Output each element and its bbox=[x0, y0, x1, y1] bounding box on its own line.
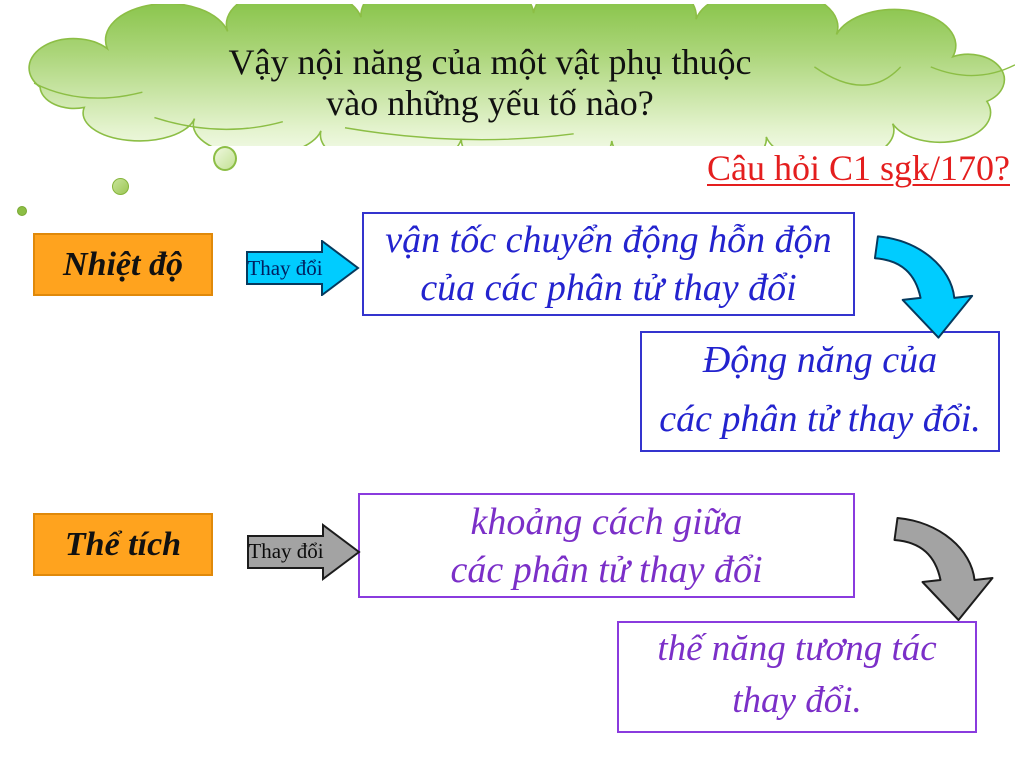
factor-box-temperature: Nhiệt độ bbox=[33, 233, 213, 296]
callout-bubble-medium bbox=[112, 178, 129, 195]
result-line1-temperature: Động năng của bbox=[702, 339, 938, 381]
cloud-curl-right bbox=[814, 66, 902, 86]
callout-bubble-small bbox=[17, 206, 27, 216]
cloud-curl-bottom-left bbox=[154, 116, 283, 131]
effect-box-temperature: vận tốc chuyển động hỗn độn của các phân… bbox=[362, 212, 855, 316]
effect-line2-volume: các phân tử thay đổi bbox=[450, 548, 763, 591]
question-text: Vậy nội năng của một vật phụ thuộc vào n… bbox=[80, 42, 900, 124]
change-arrow-label-temperature: Thay đổi bbox=[247, 255, 323, 280]
callout-bubble-large bbox=[213, 146, 237, 171]
curved-down-arrow-icon bbox=[893, 517, 994, 621]
result-line2-volume: thay đổi. bbox=[732, 680, 862, 721]
change-arrow-label-volume: Thay đổi bbox=[248, 538, 324, 563]
cloud-curl-left bbox=[33, 82, 143, 99]
right-arrow-icon bbox=[246, 240, 360, 296]
right-arrow-icon bbox=[247, 523, 361, 581]
question-line1: Vậy nội năng của một vật phụ thuộc bbox=[228, 42, 752, 82]
result-line1-volume: thế năng tương tác bbox=[657, 628, 937, 669]
curved-arrow-temperature bbox=[866, 230, 990, 347]
curved-arrow-volume bbox=[882, 512, 1014, 629]
effect-line2-temperature: của các phân tử thay đổi bbox=[420, 267, 797, 309]
effect-line1-temperature: vận tốc chuyển động hỗn độn bbox=[385, 219, 832, 261]
cloud-curl-bottom bbox=[344, 127, 574, 141]
question-line2: vào những yếu tố nào? bbox=[326, 83, 654, 123]
effect-line1-volume: khoảng cách giữa bbox=[470, 500, 743, 543]
factor-label-volume: Thể tích bbox=[64, 525, 182, 563]
result-line2-temperature: các phân tử thay đổi. bbox=[659, 398, 981, 440]
factor-label-temperature: Nhiệt độ bbox=[63, 245, 183, 283]
question-cloud-shape bbox=[28, 4, 1015, 146]
effect-box-volume: khoảng cách giữa các phân tử thay đổi bbox=[358, 493, 855, 598]
factor-box-volume: Thể tích bbox=[33, 513, 213, 576]
cloud-body bbox=[28, 4, 1006, 146]
reference-text: Câu hỏi C1 sgk/170? bbox=[707, 148, 1010, 188]
result-box-temperature: Động năng của các phân tử thay đổi. bbox=[640, 331, 1000, 452]
change-arrow-temperature: Thay đổi bbox=[246, 240, 360, 296]
curved-down-arrow-icon bbox=[873, 235, 974, 339]
change-arrow-volume: Thay đổi bbox=[247, 523, 361, 581]
result-box-volume: thế năng tương tác thay đổi. bbox=[617, 621, 977, 733]
cloud-curl-top-right bbox=[930, 64, 1015, 77]
